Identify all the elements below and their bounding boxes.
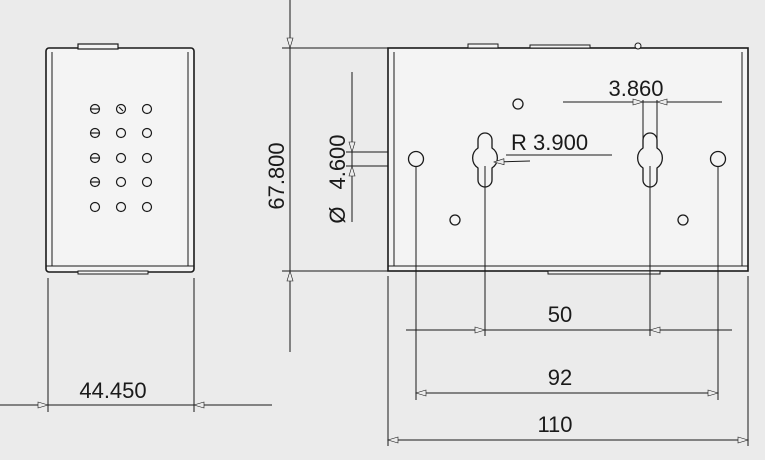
vent-hole [115,176,127,188]
dim-height-label: 67.800 [264,142,289,209]
front-view [387,42,749,275]
mounting-holes [407,98,727,226]
dim-keyhole-spacing [406,166,732,336]
vent-hole [141,127,153,139]
dim-keyhole-radius [492,154,612,166]
vent-hole [115,152,127,164]
small-hole [449,214,461,226]
mounting-hole-right [709,150,727,168]
front-view-body [387,47,749,272]
front-view-bottom-tab [547,270,661,275]
dim-side-width-label: 44.450 [79,378,146,403]
small-hole [677,214,689,226]
vent-hole [115,201,127,213]
dim-height [282,0,390,352]
vent-hole [141,152,153,164]
small-hole [512,98,524,110]
vent-hole [141,201,153,213]
front-view-top-tab [467,43,499,49]
mounting-hole-left [407,150,425,168]
dim-overall-length-label: 110 [537,412,572,437]
keyhole-right [637,132,663,188]
dim-side-width [0,278,272,412]
dim-keyhole-slot-label: 3.860 [608,76,663,101]
side-view-bottom-tab [77,270,149,275]
vent-hole [89,201,101,213]
dim-hole-diameter-label: 4.600 [325,134,350,189]
dim-overall-length [386,276,750,446]
dim-outer-hole-spacing [414,166,720,400]
side-view-top-tab [77,43,119,50]
dim-keyhole-radius-label: R 3.900 [511,130,588,155]
vent-hole [141,176,153,188]
dim-outer-hole-spacing-label: 92 [548,365,572,390]
vent-hole [115,127,127,139]
dim-keyhole-slot [563,98,722,140]
dim-keyhole-spacing-label: 50 [548,302,572,327]
dim-hole-diameter-symbol: Ø [325,206,350,223]
front-view-top-slot [529,44,591,49]
keyhole-left [472,132,498,188]
vent-hole [141,103,153,115]
keyholes [472,132,663,188]
